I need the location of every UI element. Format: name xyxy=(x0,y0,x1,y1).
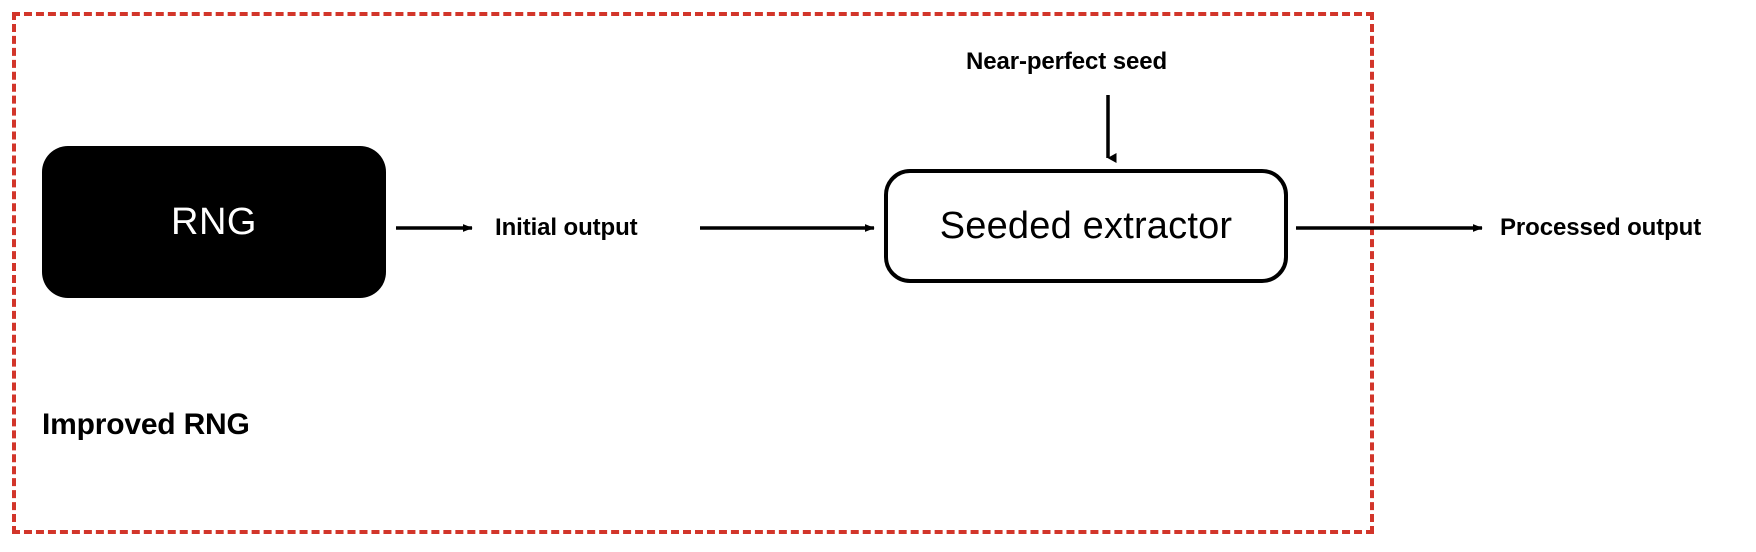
node-seeded-extractor-label: Seeded extractor xyxy=(939,204,1233,247)
node-rng-label: RNG xyxy=(171,200,257,243)
edge-label-initial-output: Initial output xyxy=(495,214,638,241)
edge-label-near-perfect-seed: Near-perfect seed xyxy=(966,48,1168,75)
improved-rng-group-boundary xyxy=(12,12,1374,534)
group-label-improved-rng: Improved RNG xyxy=(42,408,250,441)
node-seeded-extractor[interactable]: Seeded extractor xyxy=(884,169,1288,283)
edge-label-processed-output: Processed output xyxy=(1500,214,1702,241)
node-rng[interactable]: RNG xyxy=(42,146,386,298)
